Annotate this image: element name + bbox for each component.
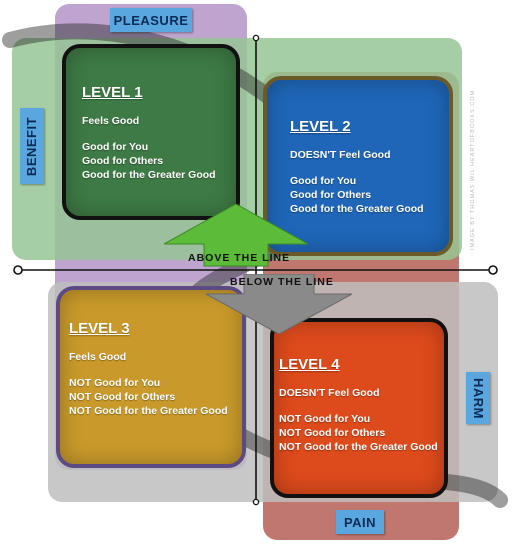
benefit-label: BENEFIT xyxy=(24,116,40,176)
level3-text: LEVEL 3 Feels Good NOT Good for You NOT … xyxy=(69,320,228,418)
level3-feel: Feels Good xyxy=(69,351,127,363)
axis-right-end-icon xyxy=(488,265,498,275)
level2-others: Good for Others xyxy=(290,189,372,201)
level3-title: LEVEL 3 xyxy=(69,320,130,337)
level3-greater: NOT Good for the Greater Good xyxy=(69,405,228,417)
level2-text: LEVEL 2 DOESN'T Feel Good Good for You G… xyxy=(290,118,424,216)
pleasure-label: PLEASURE xyxy=(113,12,189,28)
level4-text: LEVEL 4 DOESN'T Feel Good NOT Good for Y… xyxy=(279,356,438,454)
level4-feel: DOESN'T Feel Good xyxy=(279,387,380,399)
level1-you: Good for You xyxy=(82,141,149,153)
level4-greater: NOT Good for the Greater Good xyxy=(279,441,438,453)
level1-others: Good for Others xyxy=(82,155,164,167)
level2-card xyxy=(263,76,453,256)
below-the-line-label: BELOW THE LINE xyxy=(230,276,334,288)
pain-label: PAIN xyxy=(343,514,377,530)
pleasure-tag: PLEASURE xyxy=(110,8,192,32)
level2-greater: Good for the Greater Good xyxy=(290,203,424,215)
level4-card xyxy=(270,318,448,498)
axis-bottom-end-icon xyxy=(252,498,260,506)
harm-tag: HARM xyxy=(466,372,490,424)
level2-you: Good for You xyxy=(290,175,357,187)
level2-feel: DOESN'T Feel Good xyxy=(290,149,391,161)
above-arrow-icon xyxy=(164,204,308,267)
level3-others: NOT Good for Others xyxy=(69,391,176,403)
level4-title: LEVEL 4 xyxy=(279,356,340,373)
below-arrow-icon xyxy=(206,274,352,334)
level3-card xyxy=(56,286,246,468)
level1-feel: Feels Good xyxy=(82,115,140,127)
level1-text: LEVEL 1 Feels Good Good for You Good for… xyxy=(82,84,216,182)
level2-title: LEVEL 2 xyxy=(290,118,351,135)
above-the-line-label: ABOVE THE LINE xyxy=(188,252,291,264)
image-credit: IMAGE BY THOMAS WIL HEARTOFBOOKS.COM xyxy=(470,89,476,250)
level3-you: NOT Good for You xyxy=(69,377,161,389)
benefit-tag: BENEFIT xyxy=(20,108,44,184)
level1-card xyxy=(62,44,240,220)
axis-left-end-icon xyxy=(13,265,23,275)
level1-greater: Good for the Greater Good xyxy=(82,169,216,181)
level1-title: LEVEL 1 xyxy=(82,84,143,101)
level4-you: NOT Good for You xyxy=(279,413,371,425)
level4-others: NOT Good for Others xyxy=(279,427,386,439)
harm-label: HARM xyxy=(470,377,486,419)
pain-tag: PAIN xyxy=(336,510,384,534)
axis-top-end-icon xyxy=(252,34,260,42)
